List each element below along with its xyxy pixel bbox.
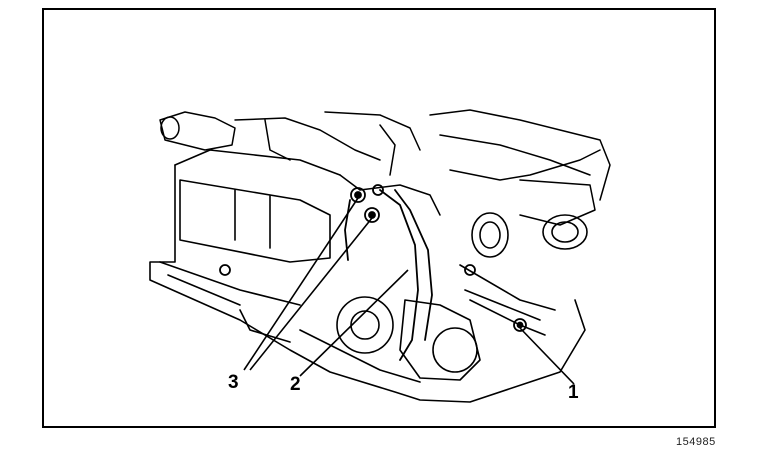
leader-1 xyxy=(519,327,575,385)
shift-rod xyxy=(459,264,556,336)
bolts xyxy=(219,184,527,332)
pulleys xyxy=(336,212,588,381)
callout-2: 2 xyxy=(290,374,301,395)
leader-lines xyxy=(243,197,575,385)
transmission-case xyxy=(149,149,586,403)
callout-1: 1 xyxy=(568,382,579,403)
mount-bracket xyxy=(344,189,433,361)
leader-2 xyxy=(299,269,409,377)
engine-upper xyxy=(159,109,611,226)
leader-3b xyxy=(249,217,373,371)
figure-id: 154985 xyxy=(676,436,716,448)
leader-3a xyxy=(243,197,359,371)
callout-3: 3 xyxy=(228,372,239,393)
